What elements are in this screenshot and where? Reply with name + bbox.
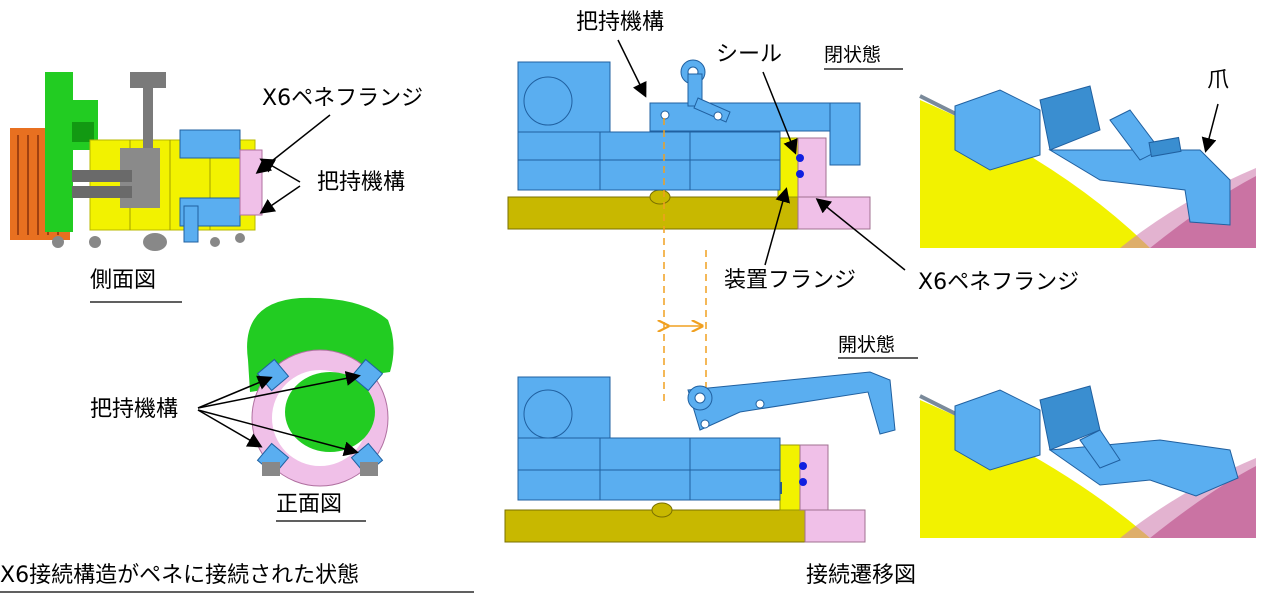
label-side-view: 側面図 xyxy=(90,268,157,293)
side-view-drawing xyxy=(10,72,263,251)
open-3d-render xyxy=(918,370,1256,538)
closed-3d-render xyxy=(918,80,1256,248)
displacement-indicator xyxy=(664,118,707,420)
label-gripping-mechanism-side: 把持機構 xyxy=(317,170,406,195)
closed-state-leaders xyxy=(617,39,906,271)
caption-underlines xyxy=(0,68,918,593)
label-x6-pene-flange-mid: X6ペネフランジ xyxy=(918,270,1080,295)
label-open-state: 開状態 xyxy=(838,334,896,356)
closed-state-drawing xyxy=(507,59,871,230)
label-seal: シール xyxy=(716,42,783,67)
label-gripping-mechanism-front: 把持機構 xyxy=(90,397,179,422)
caption-right: 接続遷移図 xyxy=(806,563,917,588)
label-gripping-mechanism-top: 把持機構 xyxy=(576,10,665,35)
front-view-drawing xyxy=(247,297,394,487)
front-view-leaders xyxy=(197,370,361,457)
label-x6-pene-flange-side: X6ペネフランジ xyxy=(262,86,424,111)
label-closed-state: 閉状態 xyxy=(824,44,882,66)
open-state-drawing xyxy=(504,371,896,543)
side-view-leaders xyxy=(255,114,331,214)
label-claw: 爪 xyxy=(1207,68,1230,93)
claw-leader xyxy=(1201,103,1219,153)
label-front-view: 正面図 xyxy=(276,492,343,517)
label-device-flange: 装置フランジ xyxy=(724,268,857,293)
caption-left: X6接続構造がペネに接続された状態 xyxy=(0,563,360,588)
